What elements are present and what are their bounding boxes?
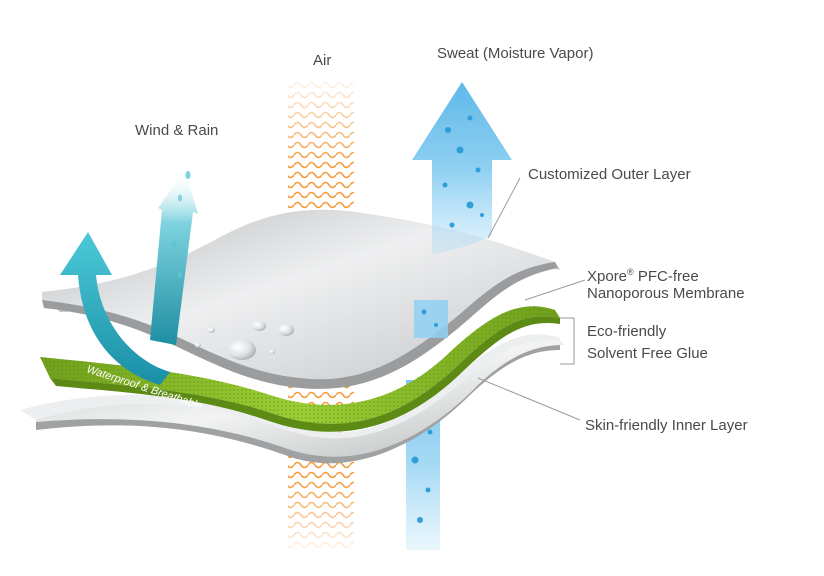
leader-lines bbox=[477, 177, 586, 421]
leader-membrane bbox=[524, 279, 586, 301]
membrane-label-line2: Nanoporous Membrane bbox=[587, 285, 745, 302]
membrane-pfc-free: PFC-free bbox=[633, 268, 699, 285]
glue-bracket bbox=[560, 317, 575, 365]
wind-rain-label: Wind & Rain bbox=[135, 122, 219, 139]
glue-label-line2: Solvent Free Glue bbox=[587, 345, 708, 362]
leader-inner-layer bbox=[477, 377, 581, 421]
glue-label-line1: Eco-friendly bbox=[587, 323, 667, 340]
water-droplet-icon bbox=[195, 321, 294, 360]
leader-outer-layer bbox=[487, 177, 521, 239]
inner-layer bbox=[20, 334, 565, 464]
rain-arrow-icon bbox=[150, 170, 198, 345]
membrane-layer bbox=[40, 306, 560, 432]
membrane-label-line1: Xpore® PFC-free bbox=[587, 262, 699, 287]
sweat-label: Sweat (Moisture Vapor) bbox=[437, 45, 594, 62]
wind-arrow-icon bbox=[60, 232, 170, 385]
membrane-brand: Xpore bbox=[587, 268, 628, 285]
registered-mark: ® bbox=[627, 267, 634, 277]
outer-layer-label: Customized Outer Layer bbox=[528, 166, 691, 183]
inner-layer-label: Skin-friendly Inner Layer bbox=[585, 417, 748, 434]
sweat-arrow-icon bbox=[412, 82, 512, 338]
air-label: Air bbox=[313, 52, 332, 69]
